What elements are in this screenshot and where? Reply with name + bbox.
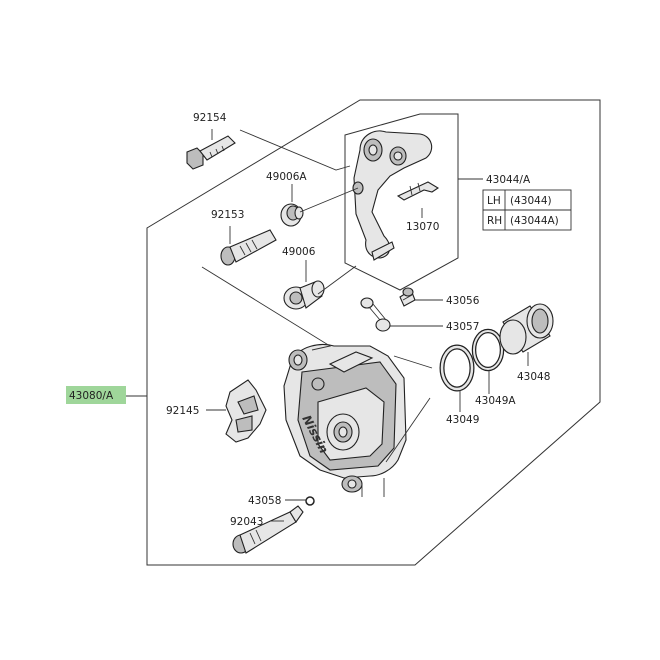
boot-49006A[interactable] xyxy=(280,203,304,227)
pad-spring-92145[interactable] xyxy=(225,379,267,443)
label-92154[interactable]: 92154 xyxy=(193,112,227,124)
label-43080A-highlight[interactable]: 43080/A xyxy=(66,386,126,404)
boot-49006[interactable] xyxy=(283,280,325,310)
label-13070[interactable]: 13070 xyxy=(406,221,439,233)
label-43049A[interactable]: 43049A xyxy=(475,395,516,407)
piston-43048[interactable] xyxy=(499,303,554,355)
piston-seal-43049[interactable] xyxy=(439,344,475,392)
label-49006A[interactable]: 49006A xyxy=(266,171,307,183)
pad-pin-92043[interactable] xyxy=(232,505,304,554)
label-43056[interactable]: 43056 xyxy=(446,295,480,307)
variant-row-2-part: (43044A) xyxy=(510,215,559,227)
label-43049[interactable]: 43049 xyxy=(446,414,479,426)
pin-92153[interactable] xyxy=(220,229,277,266)
label-43057[interactable]: 43057 xyxy=(446,321,479,333)
bracket-frame xyxy=(344,113,459,291)
label-92153[interactable]: 92153 xyxy=(211,209,244,221)
variant-row-1-side: LH xyxy=(487,195,501,207)
variant-row-1-part: (43044) xyxy=(510,195,552,207)
bleeder-cap-43057[interactable] xyxy=(360,297,391,332)
part-labels: 92154 49006A 92153 49006 43044/A 13070 4… xyxy=(166,112,550,528)
dust-seal-43049A[interactable] xyxy=(471,328,505,372)
label-43048[interactable]: 43048 xyxy=(517,371,550,383)
o-ring-43058[interactable] xyxy=(305,496,315,506)
label-92145[interactable]: 92145 xyxy=(166,405,199,417)
label-92043[interactable]: 92043 xyxy=(230,516,263,528)
label-49006[interactable]: 49006 xyxy=(282,246,316,258)
label-43044A[interactable]: 43044/A xyxy=(486,174,531,186)
bolt-92154[interactable] xyxy=(186,135,236,170)
pad-spring-13070[interactable] xyxy=(396,181,440,201)
variant-row-2-side: RH xyxy=(487,215,502,227)
assembly-frame xyxy=(146,99,601,566)
caliper-body[interactable]: Nissin xyxy=(283,343,407,493)
label-43080A[interactable]: 43080/A xyxy=(69,390,114,402)
variant-table: LH (43044) RH (43044A) xyxy=(482,189,572,231)
caliper-bracket-43044[interactable] xyxy=(352,130,433,261)
leader-lines xyxy=(126,129,529,522)
label-43058[interactable]: 43058 xyxy=(248,495,281,507)
bleeder-valve-43056[interactable] xyxy=(399,287,416,307)
